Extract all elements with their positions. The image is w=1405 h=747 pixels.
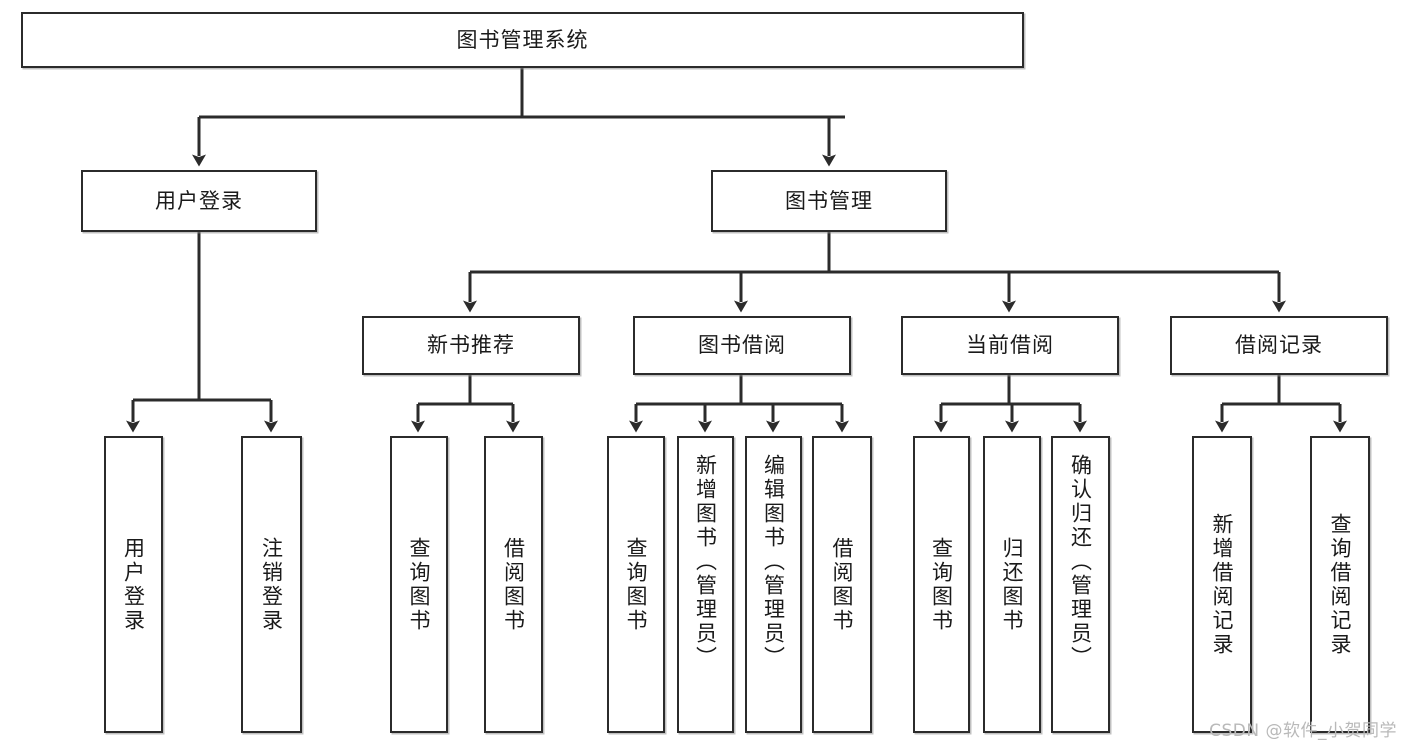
leaf-node-label: 确认归还（管理员） — [1068, 454, 1093, 670]
leaf-node-label: 新增借阅记录 — [1210, 512, 1235, 657]
leaf-node[interactable]: 编辑图书（管理员） — [745, 436, 802, 733]
node-root-label: 图书管理系统 — [456, 27, 589, 52]
node-root[interactable]: 图书管理系统 — [21, 12, 1024, 68]
leaf-node[interactable]: 借阅图书 — [484, 436, 543, 733]
leaf-node-label: 借阅图书 — [501, 536, 526, 633]
leaf-node[interactable]: 查询图书 — [607, 436, 665, 733]
leaf-node[interactable]: 注销登录 — [241, 436, 302, 733]
leaf-node-label: 查询图书 — [929, 536, 954, 633]
leaf-node[interactable]: 查询借阅记录 — [1310, 436, 1370, 733]
node-borrow-record-label: 借阅记录 — [1235, 333, 1323, 358]
node-new-book-recommend[interactable]: 新书推荐 — [362, 316, 580, 375]
node-current-borrow-label: 当前借阅 — [966, 333, 1054, 358]
node-book-management[interactable]: 图书管理 — [711, 170, 947, 232]
leaf-node-label: 注销登录 — [259, 536, 284, 633]
leaf-node[interactable]: 借阅图书 — [812, 436, 872, 733]
leaf-node[interactable]: 归还图书 — [983, 436, 1041, 733]
node-book-borrow[interactable]: 图书借阅 — [633, 316, 851, 375]
leaf-node-label: 新增图书（管理员） — [693, 454, 718, 670]
node-book-borrow-label: 图书借阅 — [698, 333, 786, 358]
node-borrow-record[interactable]: 借阅记录 — [1170, 316, 1388, 375]
node-user-login-label: 用户登录 — [155, 188, 243, 213]
leaf-node-label: 查询图书 — [407, 536, 432, 633]
leaf-node-label: 借阅图书 — [830, 536, 855, 633]
leaf-node-label: 编辑图书（管理员） — [761, 454, 786, 670]
leaf-node-label: 归还图书 — [1000, 536, 1025, 633]
leaf-node[interactable]: 查询图书 — [390, 436, 448, 733]
leaf-node[interactable]: 用户登录 — [104, 436, 163, 733]
node-user-login[interactable]: 用户登录 — [81, 170, 317, 232]
leaf-node-label: 用户登录 — [121, 536, 146, 633]
leaf-node[interactable]: 新增图书（管理员） — [677, 436, 734, 733]
node-new-book-recommend-label: 新书推荐 — [427, 333, 515, 358]
leaf-node-label: 查询借阅记录 — [1328, 512, 1353, 657]
leaf-node[interactable]: 查询图书 — [913, 436, 970, 733]
leaf-node[interactable]: 新增借阅记录 — [1192, 436, 1252, 733]
node-book-management-label: 图书管理 — [785, 188, 873, 213]
node-current-borrow[interactable]: 当前借阅 — [901, 316, 1119, 375]
leaf-node-label: 查询图书 — [624, 536, 649, 633]
leaf-node[interactable]: 确认归还（管理员） — [1051, 436, 1110, 733]
